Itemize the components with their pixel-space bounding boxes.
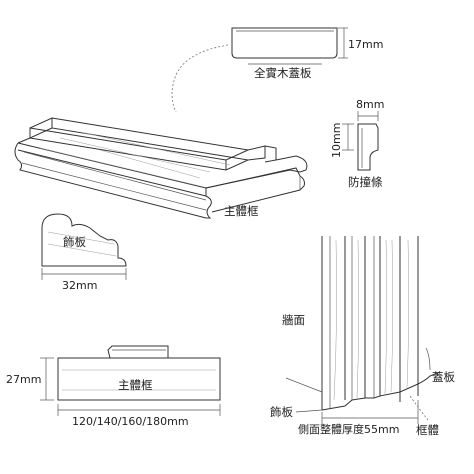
main-frame-profile bbox=[57, 345, 221, 401]
wall-thickness-dimension bbox=[321, 400, 419, 424]
cap-board-profile bbox=[231, 27, 338, 59]
stop-height-dimension bbox=[342, 123, 354, 151]
main-frame-3d bbox=[14, 117, 308, 219]
frame-width-dimension bbox=[57, 404, 221, 416]
stop-height-label: 10mm bbox=[330, 123, 343, 158]
trim-board-label: 飾板 bbox=[63, 235, 86, 249]
main-frame-bottom-label: 主體框 bbox=[118, 378, 153, 392]
frame-body-label: 框體 bbox=[416, 423, 439, 437]
trim-width-label: 32mm bbox=[62, 279, 97, 292]
frame-height-dimension bbox=[40, 357, 54, 401]
main-frame-label: 主體框 bbox=[224, 204, 259, 218]
frame-width-label: 120/140/160/180mm bbox=[72, 415, 189, 428]
cap-board-label: 全實木蓋板 bbox=[254, 66, 312, 80]
side-cap-label: 蓋板 bbox=[432, 370, 455, 384]
stop-width-label: 8mm bbox=[356, 98, 384, 111]
installed-frame-view bbox=[285, 236, 441, 411]
trim-width-dimension bbox=[41, 268, 127, 280]
cap-height-label: 17mm bbox=[348, 38, 383, 51]
wall-thickness-label: 側面整體厚度55mm bbox=[298, 422, 399, 436]
main-frame-grain bbox=[39, 131, 231, 187]
stop-strip-profile bbox=[357, 123, 379, 171]
frame-body-leader bbox=[409, 395, 429, 421]
wall-label: 牆面 bbox=[282, 313, 305, 327]
cap-height-dimension bbox=[338, 27, 348, 59]
side-trim-label: 飾板 bbox=[270, 405, 293, 419]
frame-height-label: 27mm bbox=[6, 373, 41, 386]
cap-board-leader bbox=[171, 44, 229, 113]
stop-width-dimension bbox=[357, 111, 379, 121]
stop-strip-label: 防撞條 bbox=[348, 175, 383, 189]
side-trim-leader bbox=[295, 409, 323, 413]
trim-board-profile bbox=[41, 213, 127, 267]
